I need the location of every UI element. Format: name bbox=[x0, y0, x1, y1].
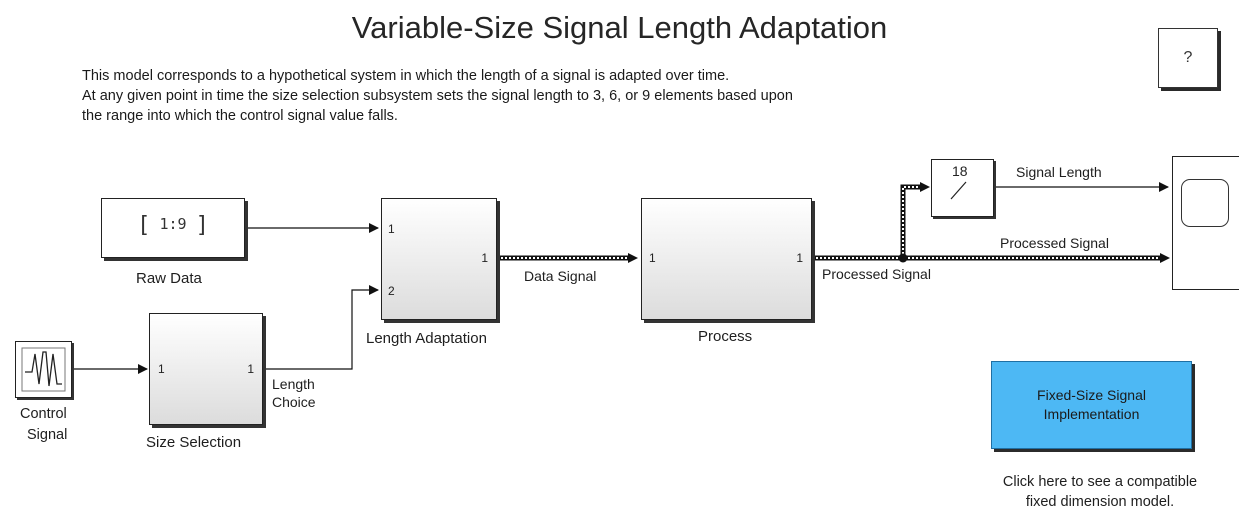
signal-length-label: Signal Length bbox=[1016, 164, 1102, 180]
size-selection-block[interactable]: 1 1 bbox=[149, 313, 263, 425]
length-choice-label-1: Length bbox=[272, 376, 315, 392]
fixed-size-note: Click here to see a compatible fixed dim… bbox=[960, 472, 1239, 512]
raw-data-block[interactable]: [ 1:9 ] bbox=[101, 198, 245, 258]
description-line-1: This model corresponds to a hypothetical… bbox=[82, 68, 730, 84]
process-out-port: 1 bbox=[796, 251, 803, 265]
process-block[interactable]: 1 1 bbox=[641, 198, 812, 320]
length-adaptation-block[interactable]: 1 2 1 bbox=[381, 198, 497, 320]
branch-point bbox=[898, 253, 908, 263]
wire-branch-width bbox=[900, 184, 920, 258]
fixed-size-button-line-2: Implementation bbox=[1043, 406, 1140, 422]
size-selection-out-port: 1 bbox=[247, 362, 254, 376]
processed-signal-scope-label: Processed Signal bbox=[1000, 235, 1109, 251]
control-signal-label-2: Signal bbox=[27, 427, 68, 443]
process-in-port: 1 bbox=[649, 251, 656, 265]
width-block[interactable]: 18 bbox=[931, 159, 994, 217]
help-button[interactable]: ? bbox=[1158, 28, 1218, 88]
fixed-size-note-line-1: Click here to see a compatible bbox=[1002, 474, 1198, 490]
raw-data-label: Raw Data bbox=[136, 270, 202, 287]
processed-signal-label: Processed Signal bbox=[822, 266, 931, 282]
fixed-size-button-line-1: Fixed-Size Signal bbox=[1037, 387, 1146, 403]
size-selection-label: Size Selection bbox=[146, 434, 242, 451]
data-signal-label: Data Signal bbox=[524, 268, 597, 284]
scope-block[interactable] bbox=[1172, 156, 1239, 290]
control-signal-block[interactable] bbox=[15, 341, 72, 398]
scope-icon bbox=[1181, 179, 1229, 227]
width-slash-icon bbox=[950, 181, 967, 200]
length-adaptation-out-port: 1 bbox=[481, 251, 488, 265]
raw-data-value: [ 1:9 ] bbox=[137, 213, 209, 238]
fixed-size-note-line-2: fixed dimension model. bbox=[1025, 494, 1175, 510]
length-adaptation-in-port-1: 1 bbox=[388, 222, 395, 236]
description-line-3: the range into which the control signal … bbox=[82, 108, 398, 124]
model-description: This model corresponds to a hypothetical… bbox=[82, 66, 1082, 126]
model-title: Variable-Size Signal Length Adaptation bbox=[351, 10, 888, 45]
signal-builder-icon bbox=[21, 347, 66, 392]
length-adaptation-label: Length Adaptation bbox=[366, 330, 487, 347]
wire-length-choice bbox=[263, 285, 379, 370]
description-line-2: At any given point in time the size sele… bbox=[82, 88, 793, 104]
size-selection-in-port: 1 bbox=[158, 362, 165, 376]
control-signal-label-1: Control bbox=[20, 406, 67, 422]
length-choice-label-2: Choice bbox=[272, 394, 316, 410]
process-label: Process bbox=[698, 328, 753, 345]
width-value: 18 bbox=[952, 163, 968, 179]
length-adaptation-in-port-2: 2 bbox=[388, 284, 395, 298]
fixed-size-signal-button[interactable]: Fixed-Size Signal Implementation bbox=[991, 361, 1192, 449]
